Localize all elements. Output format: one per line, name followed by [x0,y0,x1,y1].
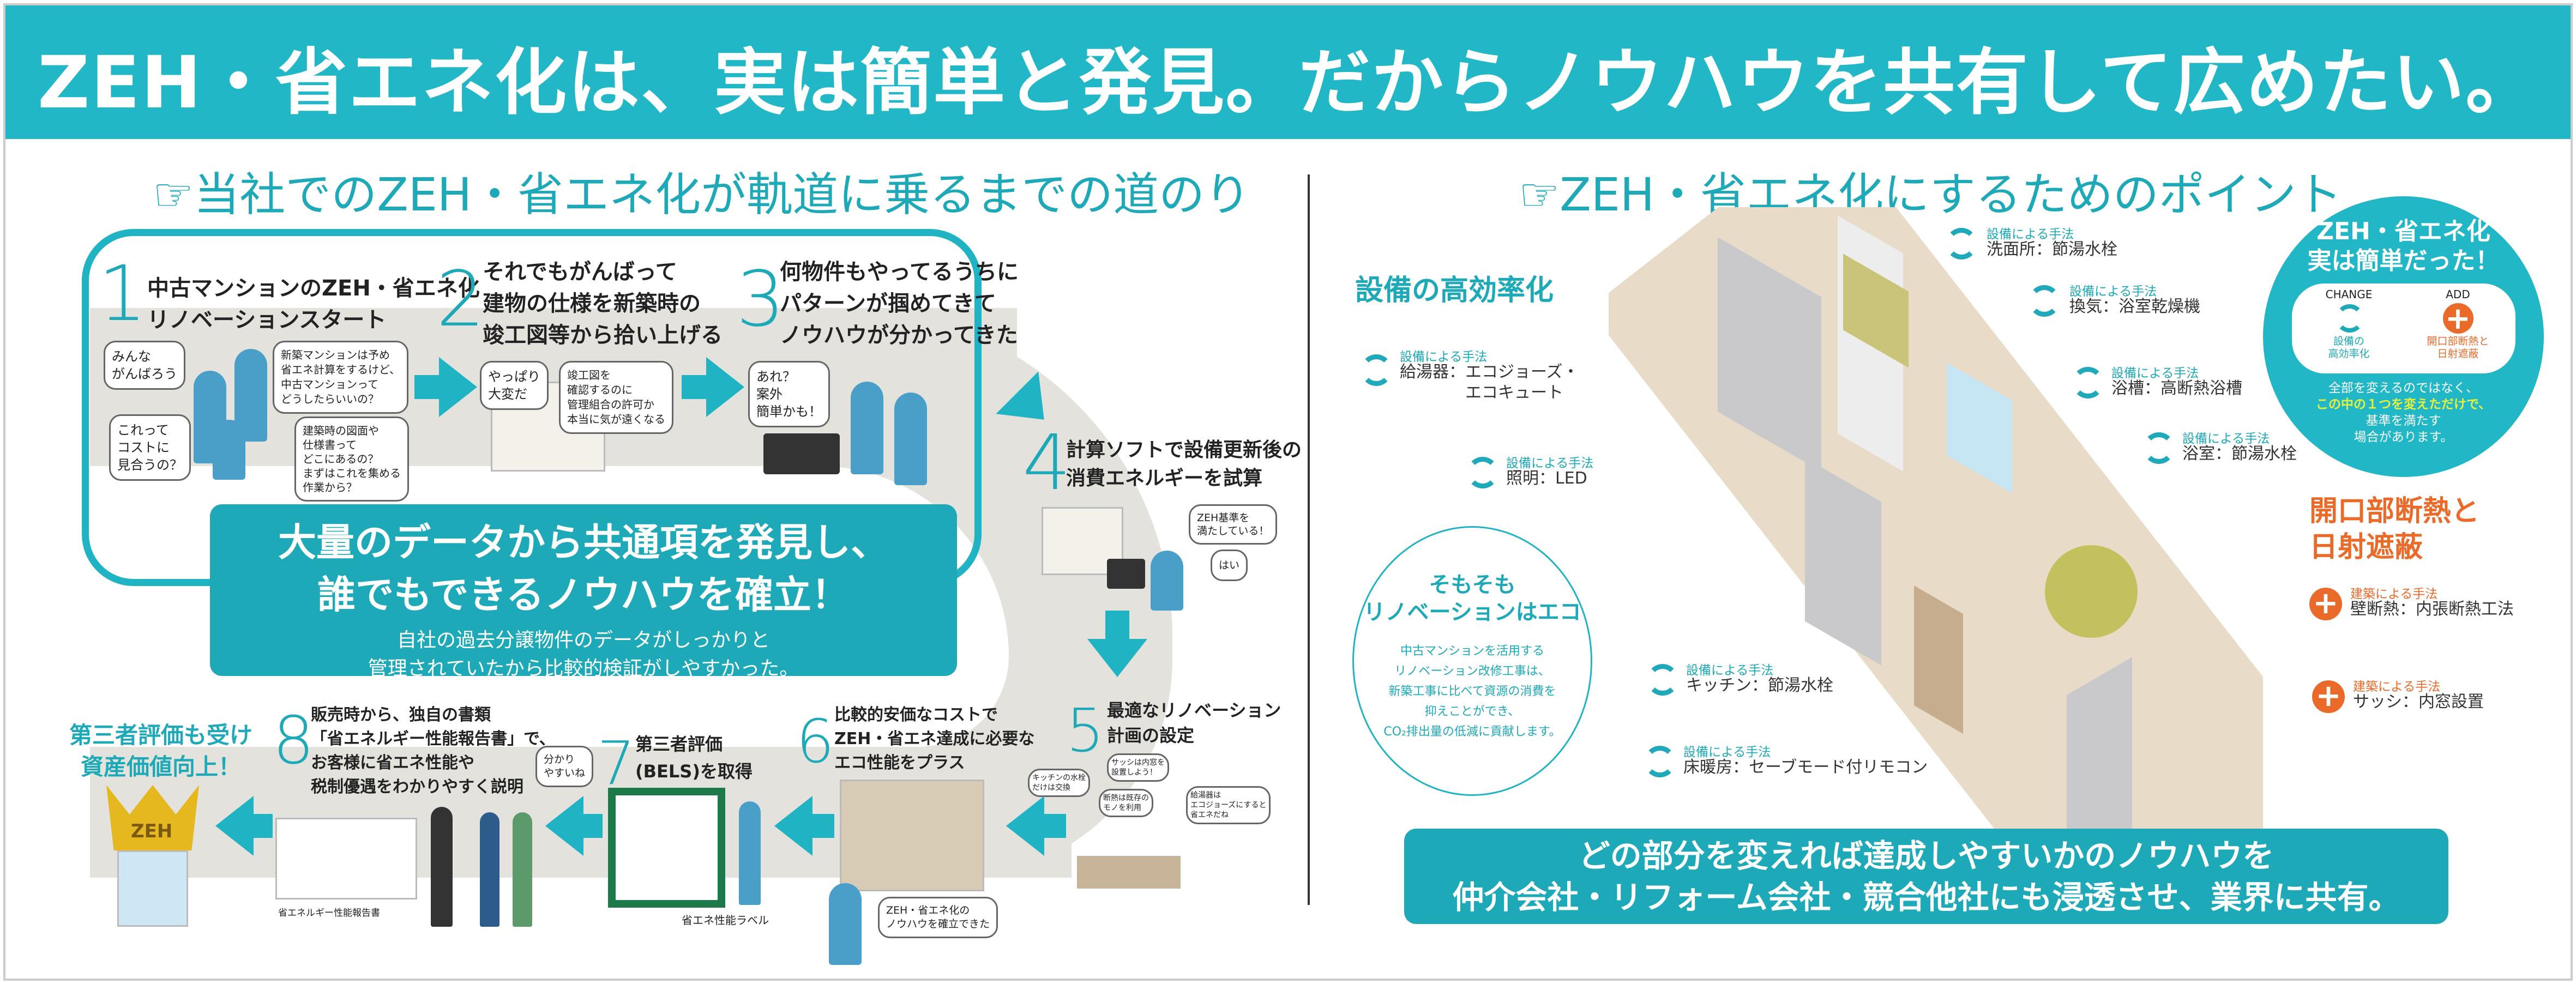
step-1-number: 1 [98,250,147,339]
arrow-left-icon [1006,796,1044,856]
step-5-text: 最適なリノベーション計画の設定 [1107,700,1281,746]
step-6-number: 6 [796,707,834,776]
speech-bubble: サッシは内窓を設置しよう！ [1107,753,1169,782]
add-description: 開口部断熱と日射遮蔽 [2427,335,2489,360]
arrow-shaft [251,814,273,838]
crown-text: ZEH [131,820,173,842]
add-plus-icon: + [2312,680,2345,713]
page-frame [3,3,2573,981]
step-3-number: 3 [736,255,785,344]
rug-illustration [2045,545,2138,638]
room-illustration [840,780,984,891]
arrow-shaft [1042,814,1066,838]
step-5-number: 5 [1066,696,1104,765]
speech-bubble: 竣工図を確認するのに管理組合の許可か本当に気が遠くなる [559,361,673,434]
arrow-shaft [1105,611,1129,641]
laptop-illustration [1107,559,1145,589]
bels-label-caption: 省エネ性能ラベル [682,914,769,927]
step-3-text: 何物件もやってるうちにパターンが掴めてきてノウハウが分かってきた [780,259,1019,348]
report-caption: 省エネルギー性能報告書 [278,908,380,919]
eco-renovation-circle: そもそもリノベーションはエコ 中古マンションを活用するリノベーション改修工事は、… [1352,526,1592,796]
change-cycle-icon [1647,664,1678,696]
speech-bubble: 給湯器はエコジョーズにすると省エネだね [1186,786,1271,824]
step-7-text: 第三者評価(BELS)を取得 [635,734,753,782]
left-heading: ☞当社でのZEH・省エネ化が軌道に乗るまでの道のり [153,168,1251,221]
equipment-heading: 設備の高効率化 [1355,274,1554,307]
arrow-shaft [414,375,442,399]
building-icon [117,850,188,927]
asset-value-label: 第三者評価も受け資産価値向上！ [69,722,252,780]
report-document-illustration [275,818,417,900]
change-cycle-icon [2072,367,2104,399]
change-cycle-icon [1946,228,1977,259]
right-heading: ☞ZEH・省エネ化にするためのポイント [1519,168,2342,221]
change-cycle-icon [1361,354,1392,386]
eco-body: 中古マンションを活用するリノベーション改修工事は、新築工事に比べて資源の消費を抑… [1383,644,1561,739]
speech-bubble: みんながんばろう [104,341,185,390]
arrow-right-icon [439,357,477,417]
speech-bubble: キッチンの水栓だけは交換 [1028,769,1090,797]
speech-bubble: ZEH・省エネ化のノウハウを確立できた [878,897,998,938]
arrow-left-icon [545,796,583,856]
speech-bubble: はい [1211,550,1248,581]
step-8-text: 販売時から、独自の書類「省エネルギー性能報告書」で、お客様に省エネ性能や税制優遇… [311,705,556,796]
person-illustration [739,801,761,905]
speech-bubble: これってコストに見合うの？ [109,414,191,481]
speech-bubble: 建築時の図面や仕様書ってどこにあるの？まずはこれを集める作業から？ [294,416,409,502]
easy-zeh-badge: ZEH・省エネ化実は簡単だった！ CHANGE 設備の高効率化 ADD + 開口… [2263,196,2544,477]
step-1-text: 中古マンションのZEH・省エネ化リノベーションスタート [147,276,480,333]
change-cycle-icon [2029,285,2060,317]
person-illustration [1151,551,1183,611]
arrow-left-icon [774,796,812,856]
industry-share-banner: どの部分を変えれば達成しやすいかのノウハウを仲介会社・リフォーム会社・競合他社に… [1404,829,2448,924]
change-add-panel: CHANGE 設備の高効率化 ADD + 開口部断熱と日射遮蔽 [2291,283,2515,373]
apartment-illustration [1609,207,2263,861]
speech-bubble: 断熱は既存のモノを利用 [1099,789,1153,817]
step-4-number: 4 [1022,419,1072,508]
page-title: ZEH・省エネ化は、実は簡単と発見。だからノウハウを共有して広めたい。 [37,41,2539,125]
person-illustration [851,382,883,474]
table-illustration [1077,856,1181,889]
person-illustration [213,420,245,480]
bels-label-illustration [608,788,725,908]
change-cycle-icon [1467,457,1498,488]
person-illustration [894,393,927,485]
step-4-text: 計算ソフトで設備更新後の消費エネルギーを試算 [1066,439,1302,490]
change-label: CHANGE [2325,288,2373,301]
add-plus-icon: + [2309,588,2342,620]
add-label: ADD [2446,288,2470,301]
person-illustration [431,807,453,927]
badge-note: 全部を変えるのではなく、この中の１つを変えただけで、基準を満たす場合があります。 [2315,381,2491,444]
step-8-number: 8 [273,703,315,779]
change-cycle-icon [2335,304,2364,333]
center-divider [1308,174,1310,905]
arrow-right-icon [706,357,744,417]
speech-bubble: 分かりやすいね [535,746,594,787]
step-7-number: 7 [597,728,635,798]
arrow-down-icon [1087,639,1147,677]
speech-bubble: 新築マンションは予め省エネ計算をするけど、中古マンションってどうしたらいいの？ [273,341,408,414]
change-cycle-icon [1644,746,1676,777]
arrow-shaft [810,814,834,838]
eco-title: そもそもリノベーションはエコ [1363,572,1581,625]
person-illustration [480,812,499,927]
arrow-shaft [682,375,709,399]
knowhow-callout: 大量のデータから共通項を発見し、誰でもできるノウハウを確立！ 自社の過去分譲物件… [210,504,957,680]
header-banner: ZEH・省エネ化は、実は簡単と発見。だからノウハウを共有して広めたい。 [5,5,2571,139]
arrow-left-icon [215,796,254,856]
arrow-shaft [581,814,603,838]
person-illustration [829,883,862,965]
opening-heading: 開口部断熱と日射遮蔽 [2309,495,2480,564]
person-illustration [513,812,532,927]
change-cycle-icon [2143,432,2175,464]
speech-bubble: あれ？案外簡単かも！ [748,361,830,427]
step-2-number: 2 [436,255,485,344]
speech-bubble: やっぱり大変だ [480,361,549,410]
change-description: 設備の高効率化 [2328,335,2370,360]
speech-bubble: ZEH基準を満たしている！ [1189,504,1278,545]
add-plus-icon: + [2442,303,2473,335]
laptop-illustration [763,433,840,474]
step-2-text: それでもがんばって建物の仕様を新築時の竣工図等から拾い上げる [483,259,723,348]
